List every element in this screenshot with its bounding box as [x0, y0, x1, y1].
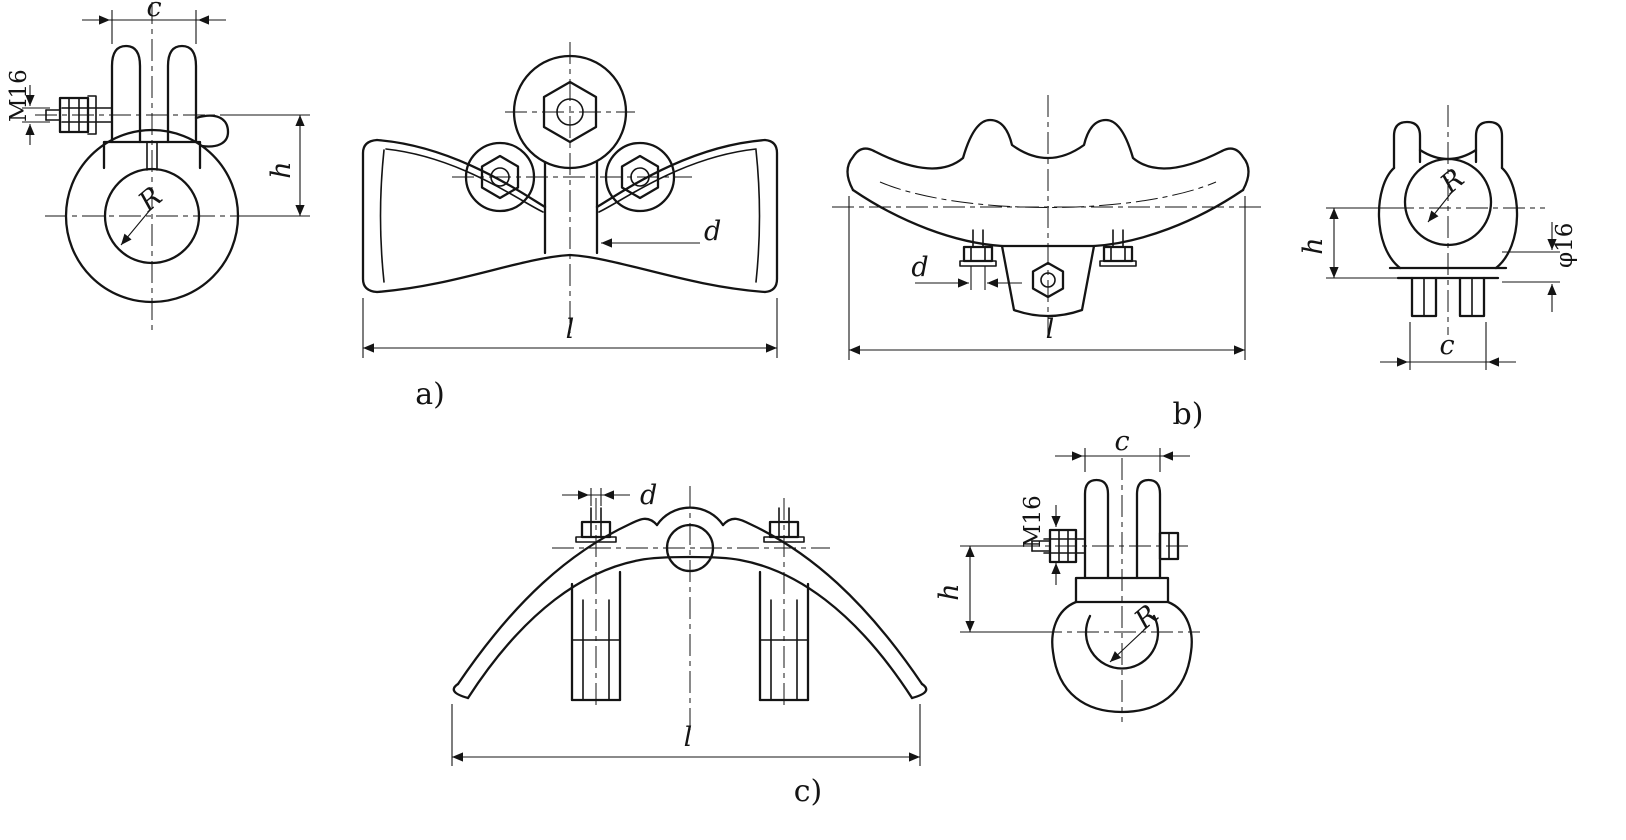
- thread-label-m16: M16: [1020, 495, 1046, 548]
- radius-label: R: [1434, 163, 1470, 200]
- lug-right: [1474, 120, 1504, 170]
- bell-inner-right: [755, 149, 761, 283]
- dim-label-d: d: [704, 216, 721, 247]
- side-boss-right: [604, 141, 676, 213]
- dim-r-c: R: [1109, 599, 1164, 663]
- radius-label: R: [132, 181, 168, 218]
- dim-l-a: l: [362, 298, 778, 358]
- top-boss: [512, 54, 628, 170]
- dim-label-d: d: [911, 252, 928, 283]
- dim-h-b: h: [1298, 207, 1398, 279]
- fig-a-side-view: c M16 h R: [6, 0, 310, 330]
- caption-c: c): [794, 774, 823, 809]
- body-side-right: [1494, 166, 1519, 270]
- dim-r-a: R: [120, 181, 168, 246]
- dim-label-l: l: [1046, 314, 1055, 345]
- side-hole-left: [490, 167, 510, 187]
- bell-end-left: [361, 138, 379, 294]
- dim-label-h: h: [266, 161, 297, 178]
- dim-l-b: l: [848, 196, 1246, 360]
- dim-label-h: h: [1298, 237, 1329, 254]
- dim-l-c: l: [451, 704, 921, 766]
- dim-label-c: c: [1114, 426, 1129, 457]
- clevis-plate-left: [110, 44, 142, 144]
- body-bottom-edge: [851, 188, 1245, 248]
- dim-d-b: d: [911, 252, 1022, 290]
- dim-c-a: c: [82, 0, 226, 44]
- ubolt-nut: [1102, 245, 1134, 263]
- lug-left: [1392, 120, 1422, 170]
- clevis: [1000, 244, 1096, 318]
- caption-b: b): [1173, 397, 1204, 432]
- dim-m16-a: M16: [6, 69, 50, 145]
- ubolt-nut: [962, 245, 994, 263]
- dim-c-c: c: [1055, 426, 1190, 472]
- clevis-nut: [1031, 261, 1065, 299]
- body-bottom-edge: [466, 555, 914, 700]
- washer: [575, 536, 617, 543]
- tip-left: [452, 682, 470, 700]
- conductor-bore: [103, 167, 201, 265]
- fig-c-side-view: c M16 h R: [934, 426, 1200, 722]
- dim-h-c: h: [934, 545, 1048, 633]
- side-hole-right: [630, 167, 650, 187]
- dim-m16-c: M16: [1020, 495, 1061, 585]
- fig-b-side-view: R h φ16 c: [1298, 105, 1578, 370]
- saddle-top-right: [595, 138, 767, 209]
- dim-d-a: d: [601, 216, 721, 248]
- side-nut-left: [480, 154, 520, 200]
- conductor-circle: [1403, 157, 1493, 247]
- saddle-bottom: [375, 253, 767, 294]
- fig-c-front-view: d l c): [451, 480, 928, 809]
- washer: [763, 536, 805, 543]
- body-top-right: [721, 517, 924, 686]
- bell-inner-left: [379, 149, 385, 283]
- clevis-bolt-hole: [1040, 272, 1056, 288]
- washer: [87, 95, 97, 135]
- dim-label-c: c: [146, 0, 161, 23]
- tip-left: [846, 147, 876, 192]
- dim-r-b: R: [1427, 163, 1470, 223]
- dim-label-c: c: [1439, 330, 1454, 361]
- dim-label-l: l: [566, 314, 575, 345]
- socket-body: [1051, 600, 1193, 714]
- tip-right: [910, 682, 928, 700]
- center-boss-arc: [655, 506, 725, 527]
- tip-right: [1220, 147, 1250, 192]
- socket-cavity: [1084, 614, 1160, 670]
- clamp-body-outer: [64, 128, 240, 304]
- fig-b-front-view: d l b): [832, 95, 1262, 432]
- bolt-end: [1158, 531, 1180, 561]
- fig-a-front-view: d l a): [361, 42, 779, 412]
- side-boss-left: [464, 141, 536, 213]
- thread-label-m16: M16: [6, 69, 32, 122]
- top-bolt-hole: [556, 98, 584, 126]
- bell-end-right: [763, 138, 779, 294]
- dim-d-c: d: [562, 480, 657, 511]
- conductor-axis: [879, 181, 1217, 208]
- wall-line-left: [385, 148, 544, 213]
- body-top-edge: [872, 118, 1224, 170]
- dim-label-h: h: [934, 583, 965, 600]
- washer: [1099, 260, 1137, 267]
- dim-label-d: d: [640, 480, 657, 511]
- center-hole: [665, 523, 715, 573]
- top-nut: [542, 80, 598, 144]
- clevis-plate-right: [1135, 478, 1162, 580]
- diameter-label-phi16: φ16: [1552, 223, 1578, 268]
- boss-right: [194, 114, 230, 148]
- washer: [959, 260, 997, 267]
- cap-block: [102, 140, 202, 170]
- dim-label-l: l: [684, 722, 693, 753]
- side-nut-right: [620, 154, 660, 200]
- dim-h-a: h: [238, 114, 310, 217]
- body-side-left: [1377, 166, 1402, 270]
- dim-c-b: c: [1380, 322, 1516, 370]
- caption-a: a): [415, 377, 445, 412]
- clevis-plate-right: [166, 44, 198, 144]
- dim-phi16-b: φ16: [1502, 222, 1578, 312]
- body-top-left: [456, 517, 659, 686]
- clevis-plate-left: [1083, 478, 1110, 580]
